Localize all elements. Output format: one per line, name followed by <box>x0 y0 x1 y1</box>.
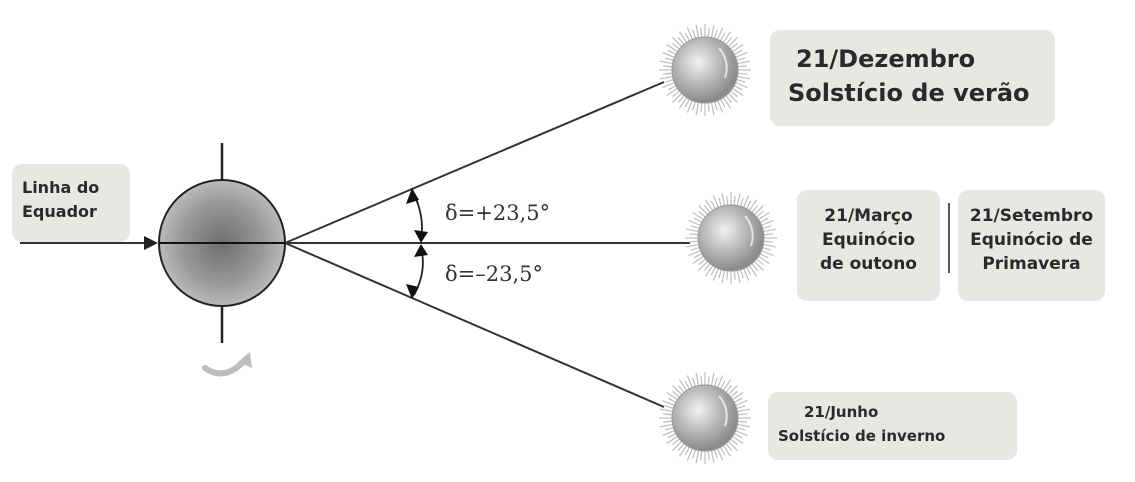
globe-icon <box>158 179 286 307</box>
sun-icon <box>658 23 752 118</box>
equator-label-line2: Equador <box>22 202 97 221</box>
september-event-line2: Primavera <box>982 254 1081 274</box>
angle-label-positive: δ=+23,5° <box>445 201 551 225</box>
september-equinox-box: 21/Setembro Equinócio de Primavera <box>958 190 1105 301</box>
curved-arrow-icon <box>202 352 252 377</box>
march-equinox-box: 21/Março Equinócio de outono <box>797 190 940 301</box>
equator-arrowhead <box>144 236 158 250</box>
december-solstice-box: 21/Dezembro Solstício de verão <box>770 30 1055 126</box>
sun-icon <box>684 191 778 285</box>
september-event-line1: Equinócio de <box>970 230 1093 250</box>
angle-arc-negative <box>406 244 428 299</box>
december-event: Solstício de verão <box>788 79 1030 107</box>
angle-arc-positive <box>406 188 428 243</box>
equator-label-line1: Linha do <box>22 178 100 197</box>
angle-label-negative: δ=–23,5° <box>445 262 543 286</box>
march-date: 21/Março <box>824 206 913 226</box>
june-event: Solstício de inverno <box>778 427 946 445</box>
june-solstice-box: 21/Junho Solstício de inverno <box>768 392 1017 460</box>
march-event-line1: Equinócio <box>821 230 916 250</box>
ray-june <box>284 242 665 408</box>
september-date: 21/Setembro <box>969 206 1094 226</box>
june-date: 21/Junho <box>804 403 879 421</box>
sun-icon <box>658 371 752 465</box>
december-date: 21/Dezembro <box>796 45 976 73</box>
ray-december <box>284 81 665 244</box>
equinox-divider <box>948 203 950 273</box>
equator-label-box: Linha do Equador <box>12 164 130 242</box>
march-event-line2: de outono <box>820 254 917 274</box>
